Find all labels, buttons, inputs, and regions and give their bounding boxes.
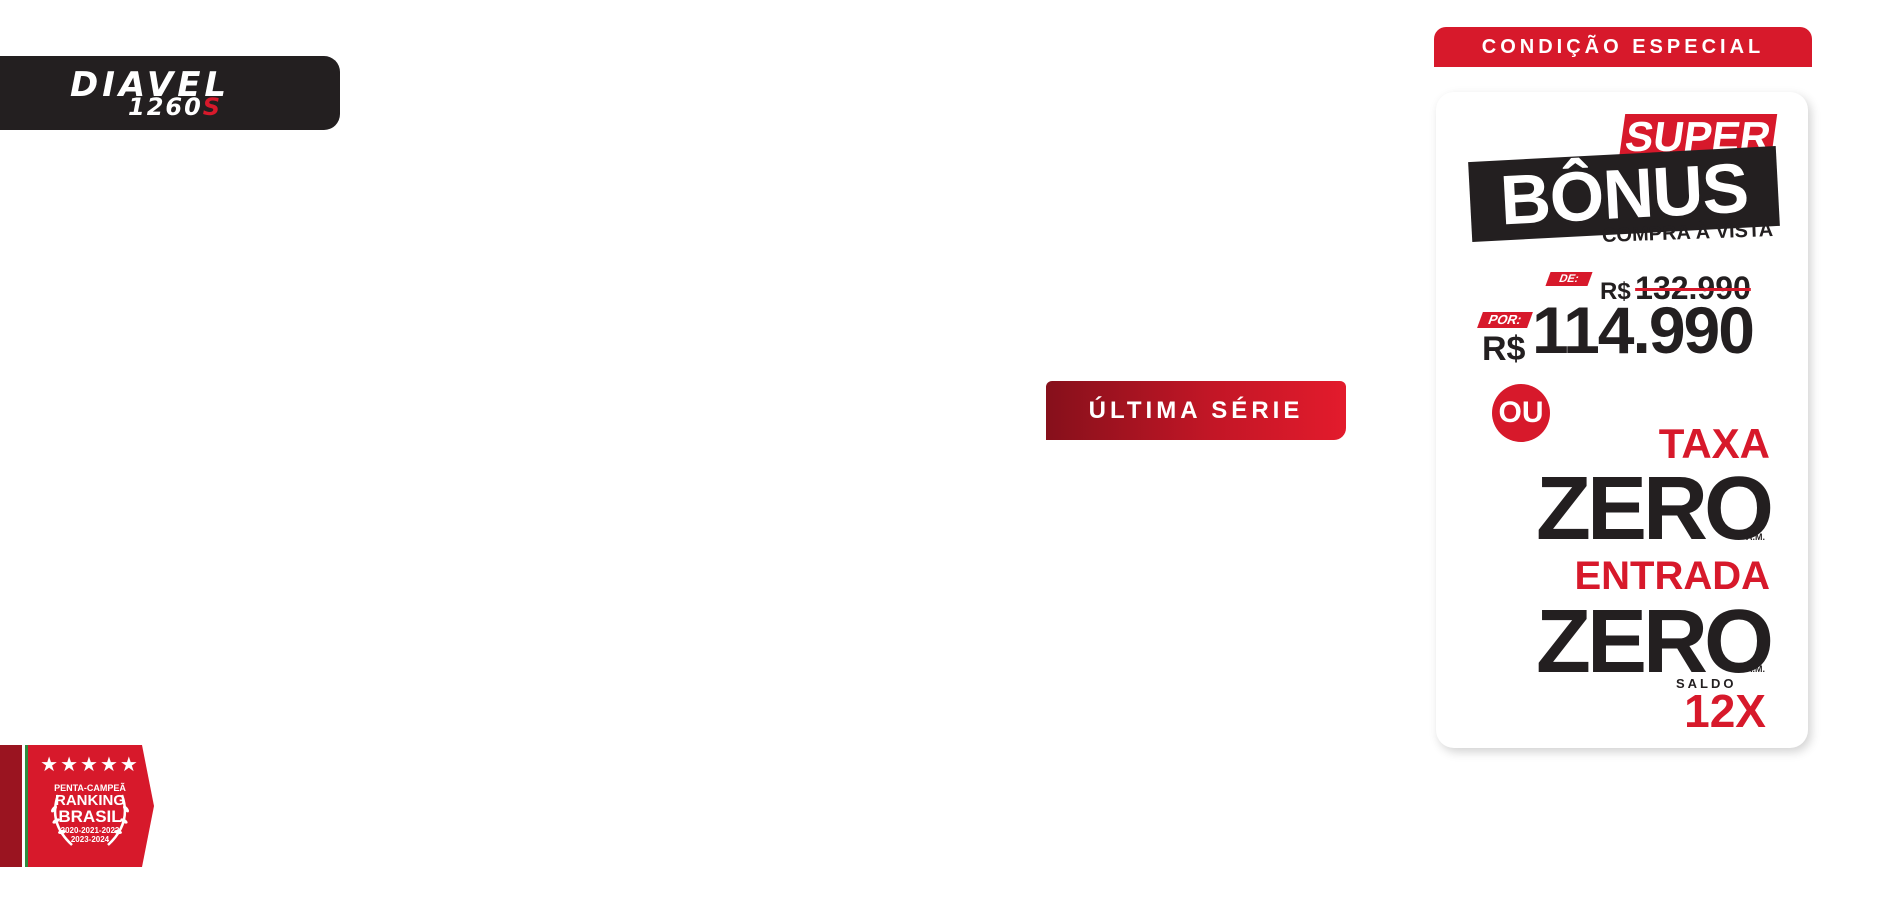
badge-years-1: 2020-2021-2022: [60, 826, 120, 835]
de-tag: DE:: [1545, 272, 1593, 286]
badge-brasil: BRASIL: [58, 807, 122, 826]
por-tag: POR:: [1477, 312, 1533, 328]
badge-penta-campea: PENTA-CAMPEÃ: [54, 783, 126, 793]
old-price-value: 132.990: [1635, 270, 1751, 306]
offer-card: SUPER BÔNUS COMPRA À VISTA DE: R$ 132.99…: [1436, 92, 1808, 748]
taxa-am-note: A.M.: [1746, 532, 1765, 542]
taxa-label: TAXA: [1658, 420, 1770, 467]
entrada-zero-value: ZERO: [1535, 592, 1774, 692]
taxa-zero-value: ZERO: [1535, 459, 1774, 559]
logo-model-version: 1260S: [128, 94, 222, 120]
new-price-value: 114.990: [1532, 293, 1755, 367]
badge-stars-icon: ★★★★★: [40, 754, 140, 776]
laurel-wreath-icon: [51, 794, 129, 846]
condicao-especial-banner: CONDIÇÃO ESPECIAL: [1434, 27, 1812, 67]
entrada-am-note: A.M.: [1746, 664, 1765, 674]
old-price: R$ 132.990: [1600, 270, 1751, 307]
badge-white-stripe: [22, 745, 25, 867]
badge-ranking: RANKING: [55, 792, 125, 809]
badge-dark-band: [0, 745, 22, 867]
ultima-serie-button[interactable]: ÚLTIMA SÉRIE: [1046, 381, 1346, 440]
parcelas-value: 12X: [1684, 685, 1766, 737]
compra-a-vista-label: COMPRA À VISTA: [1601, 219, 1774, 247]
badge-green-stripe: [25, 745, 28, 867]
ranking-brasil-badge: ★★★★★ PENTA-CAMPEÃ RANKING BRASIL 2020-2…: [0, 745, 154, 867]
ou-badge: OU: [1492, 384, 1550, 442]
diavel-logo: DIAVEL 1260S: [0, 56, 340, 130]
new-price-currency: R$: [1482, 330, 1526, 368]
logo-version-letter: S: [202, 93, 223, 121]
saldo-label: SALDO: [1676, 676, 1737, 691]
old-price-currency: R$: [1600, 278, 1631, 305]
entrada-label: ENTRADA: [1574, 554, 1770, 598]
logo-model-name: DIAVEL: [70, 65, 231, 105]
badge-years-2: 2023-2024: [70, 835, 110, 844]
logo-version-number: 1260: [128, 93, 203, 121]
